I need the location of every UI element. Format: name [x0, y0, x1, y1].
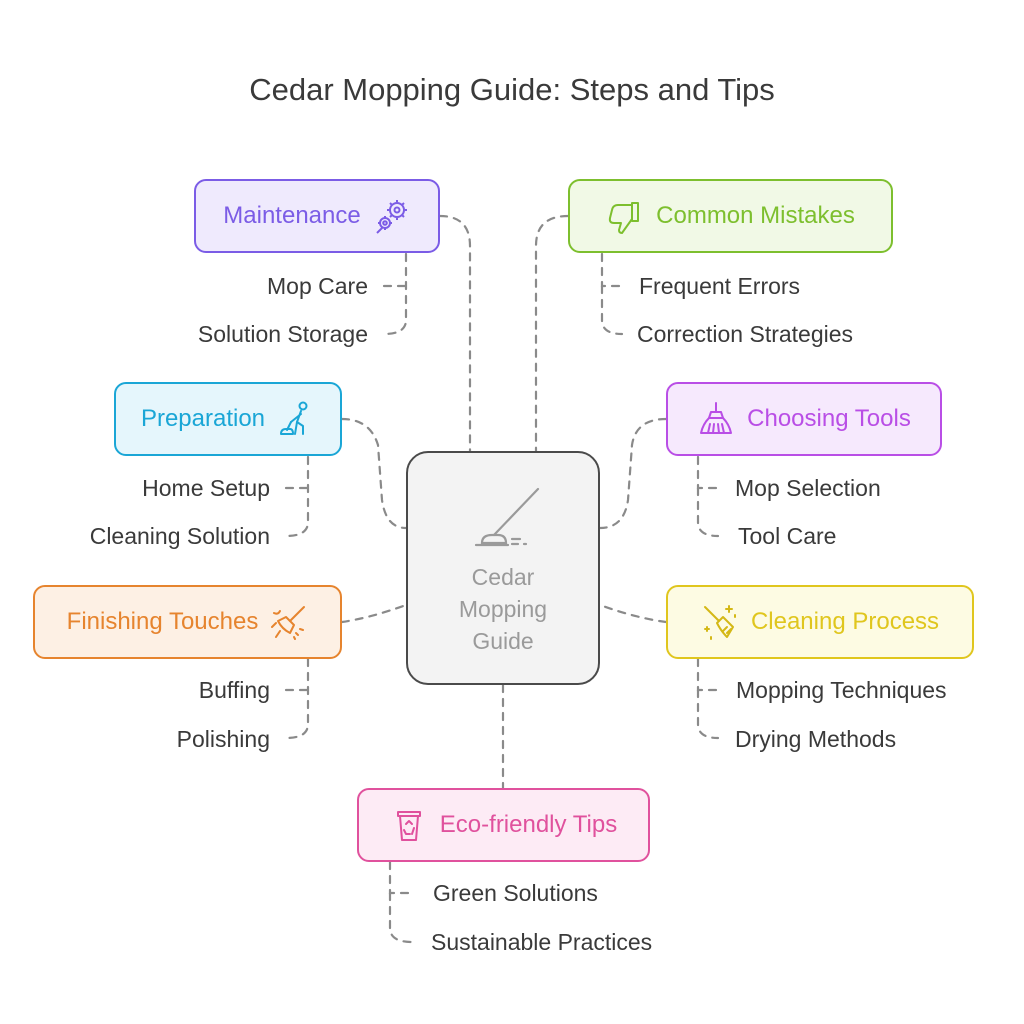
topic-finishing-touches[interactable]: Finishing Touches [33, 585, 342, 659]
topic-label: Finishing Touches [66, 608, 259, 635]
maintenance-item-0: Mop Care [267, 273, 368, 299]
center-node: Cedar Mopping Guide [406, 451, 600, 685]
center-label: Cedar Mopping Guide [458, 564, 548, 654]
preparation-item-1: Cleaning Solution [89, 523, 270, 549]
topic-label: Cleaning Process [750, 608, 940, 635]
topic-cleaning-process[interactable]: Cleaning Process [666, 585, 974, 659]
preparation-item-0: Home Setup [142, 475, 270, 501]
topic-label: Choosing Tools [747, 405, 911, 432]
common-mistakes-item-1: Correction Strategies [637, 321, 854, 347]
mop-icon [468, 483, 544, 559]
finishing-touches-item-1: Polishing [176, 726, 270, 752]
sparkle-broom-icon [701, 603, 739, 641]
cleaning-process-item-0: Mopping Techniques [736, 677, 947, 703]
person-vacuuming-icon [277, 400, 315, 438]
topic-label: Common Mistakes [656, 202, 855, 229]
gears-icon [373, 197, 411, 235]
eco-friendly-item-0: Green Solutions [433, 880, 598, 906]
topic-maintenance[interactable]: Maintenance [194, 179, 440, 253]
maintenance-item-1: Solution Storage [197, 321, 368, 347]
topic-common-mistakes[interactable]: Common Mistakes [568, 179, 893, 253]
topic-preparation[interactable]: Preparation [114, 382, 342, 456]
choosing-tools-item-1: Tool Care [738, 523, 837, 549]
page-title: Cedar Mopping Guide: Steps and Tips [249, 72, 775, 107]
cleaning-process-item-1: Drying Methods [735, 726, 897, 752]
eco-friendly-item-1: Sustainable Practices [431, 929, 653, 955]
topic-label: Eco-friendly Tips [439, 811, 618, 838]
topic-label: Preparation [140, 405, 266, 432]
recycle-bin-icon [390, 806, 428, 844]
topic-eco-friendly-tips[interactable]: Eco-friendly Tips [357, 788, 650, 862]
sweeping-broom-icon [270, 603, 308, 641]
broom-icon [697, 400, 735, 438]
topic-choosing-tools[interactable]: Choosing Tools [666, 382, 942, 456]
choosing-tools-item-0: Mop Selection [735, 475, 881, 501]
finishing-touches-item-0: Buffing [198, 677, 270, 703]
common-mistakes-item-0: Frequent Errors [639, 273, 801, 299]
thumbs-down-icon [606, 197, 644, 235]
topic-label: Maintenance [223, 202, 361, 229]
